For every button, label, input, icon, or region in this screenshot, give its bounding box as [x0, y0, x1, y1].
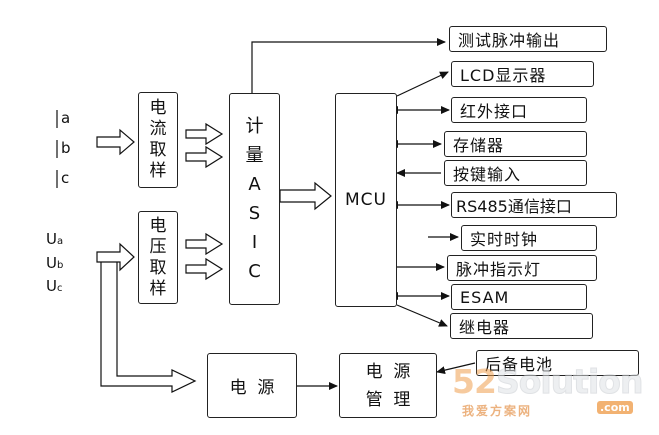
- relay-box: 继电器: [450, 313, 593, 339]
- real-time-clock-box: 实时时钟: [461, 225, 597, 251]
- test-pulse-output-box: 测试脉冲输出: [449, 26, 607, 52]
- current-input-a-label: a: [61, 109, 71, 127]
- current-sampling-block: 电流取样: [138, 92, 178, 188]
- memory-box: 存储器: [444, 131, 587, 157]
- infrared-interface-box: 红外接口: [451, 97, 587, 123]
- current-input-c-label: c: [61, 169, 70, 187]
- key-input-box: 按键输入: [444, 160, 587, 186]
- rs485-interface-box: RS485通信接口: [451, 192, 617, 218]
- power-supply-block: 电 源: [207, 353, 297, 418]
- current-to-sampling-arrow: [96, 128, 135, 156]
- watermark-logo: 52Solution: [452, 362, 644, 402]
- current-input-b-label: b: [61, 139, 71, 157]
- backup-battery-box: 后备电池: [476, 350, 639, 376]
- battery-to-management-arrow: [436, 362, 476, 375]
- current-sampling-to-asic-arrow-2: [185, 145, 224, 169]
- voltage-to-sampling-arrow: [96, 242, 135, 272]
- watermark-domain: .com: [597, 401, 633, 414]
- voltage-sampling-to-asic-arrow-1: [185, 232, 224, 256]
- voltage-input-ub-label: Ub: [46, 254, 64, 272]
- lcd-display-box: LCD显示器: [451, 61, 594, 87]
- voltage-sampling-to-asic-arrow-2: [185, 257, 224, 281]
- mcu-to-lcd-arrow: [396, 71, 449, 97]
- voltage-sampling-block: 电压取样: [138, 211, 178, 304]
- watermark-subtitle: 我爱方案网: [462, 404, 533, 418]
- voltage-input-ua-label: Ua: [46, 230, 64, 248]
- pulse-indicator-box: 脉冲指示灯: [447, 255, 597, 281]
- voltage-to-power-arrow: [100, 262, 197, 393]
- asic-to-mcu-arrow: [279, 181, 332, 211]
- voltage-input-uc-label: Uc: [46, 277, 63, 295]
- mcu-to-relay-arrow: [396, 304, 448, 327]
- esam-box: ESAM: [451, 284, 587, 310]
- mcu-block: MCU: [335, 93, 397, 307]
- asic-to-pulse-output-line: [251, 38, 446, 93]
- current-sampling-to-asic-arrow-1: [185, 122, 224, 146]
- power-management-block: 电 源管 理: [339, 353, 437, 418]
